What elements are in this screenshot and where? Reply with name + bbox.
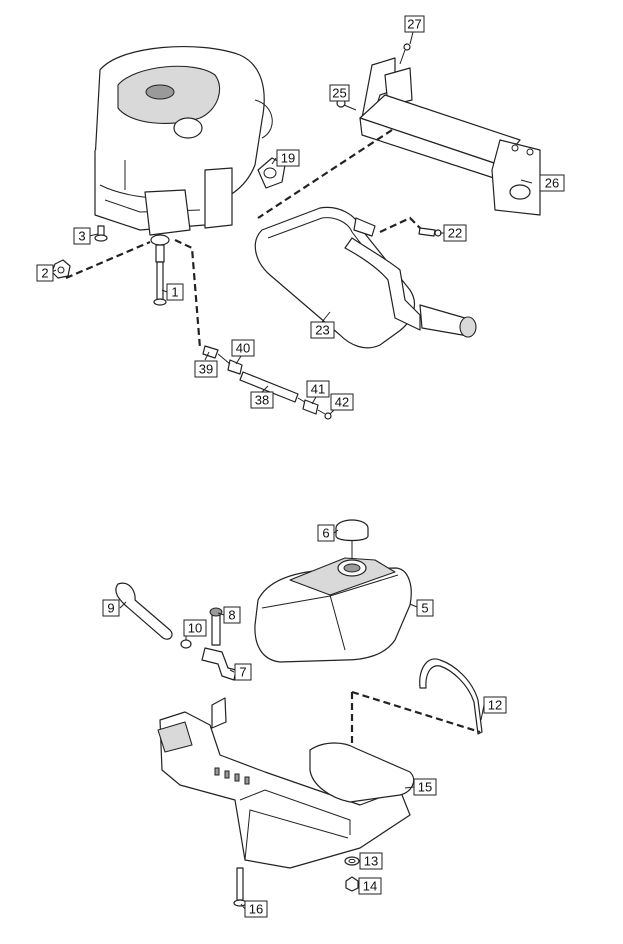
callout-6: 6 <box>317 524 335 542</box>
callout-16: 16 <box>244 900 268 918</box>
bolt-3 <box>94 225 108 242</box>
engine <box>94 45 273 263</box>
clamp-10 <box>180 639 192 649</box>
callout-2: 2 <box>36 264 54 282</box>
fuel-hose-9 <box>115 582 173 640</box>
svg-text:1: 1 <box>171 285 178 300</box>
fuel-cap-6 <box>335 519 369 558</box>
svg-text:27: 27 <box>407 17 421 32</box>
bracket-mount <box>336 43 413 121</box>
callout-10: 10 <box>183 619 207 637</box>
screw-22 <box>418 227 442 237</box>
svg-text:8: 8 <box>228 608 235 623</box>
fuel-tank-5 <box>254 557 412 663</box>
tank-mount-15 <box>157 697 415 869</box>
callout-39: 39 <box>194 360 218 378</box>
callout-14: 14 <box>358 877 382 895</box>
svg-text:23: 23 <box>315 323 329 338</box>
svg-text:2: 2 <box>41 266 48 281</box>
fuel-valve-7 <box>201 607 237 681</box>
svg-text:12: 12 <box>488 698 502 713</box>
svg-text:22: 22 <box>448 226 462 241</box>
callout-40: 40 <box>231 339 255 357</box>
callout-12: 12 <box>483 696 507 714</box>
svg-text:13: 13 <box>364 854 378 869</box>
callout-42: 42 <box>330 393 354 411</box>
callout-41: 41 <box>306 380 330 398</box>
callout-19: 19 <box>276 149 300 167</box>
callout-5: 5 <box>416 599 434 617</box>
svg-text:25: 25 <box>332 86 346 101</box>
callout-15: 15 <box>413 778 437 796</box>
bolt-16 <box>233 867 247 907</box>
svg-text:6: 6 <box>322 526 329 541</box>
svg-text:39: 39 <box>199 362 213 377</box>
svg-text:7: 7 <box>239 665 246 680</box>
muffler-bracket-26 <box>359 94 541 216</box>
callout-7: 7 <box>234 663 252 681</box>
nut-2 <box>51 259 71 279</box>
svg-text:40: 40 <box>236 341 250 356</box>
callout-27: 27 <box>404 15 425 33</box>
washer-13 <box>344 856 360 866</box>
callout-3: 3 <box>73 227 91 245</box>
svg-text:41: 41 <box>311 382 325 397</box>
svg-text:10: 10 <box>188 621 202 636</box>
callout-8: 8 <box>223 606 241 624</box>
callout-1: 1 <box>166 283 184 301</box>
cable-assembly <box>202 345 332 420</box>
muffler-23 <box>254 206 477 349</box>
fuel-line-12 <box>419 658 483 735</box>
callout-23: 23 <box>310 321 335 339</box>
svg-text:3: 3 <box>78 229 85 244</box>
svg-text:9: 9 <box>107 601 114 616</box>
callout-26: 26 <box>539 174 565 192</box>
callout-38: 38 <box>250 391 274 409</box>
svg-text:5: 5 <box>421 601 428 616</box>
svg-text:26: 26 <box>545 176 559 191</box>
callout-25: 25 <box>329 84 350 102</box>
svg-text:15: 15 <box>418 780 432 795</box>
callout-22: 22 <box>443 224 467 242</box>
svg-text:42: 42 <box>335 395 349 410</box>
callout-13: 13 <box>359 852 383 870</box>
callout-9: 9 <box>102 599 120 617</box>
nut-14 <box>345 876 359 892</box>
svg-text:38: 38 <box>255 393 269 408</box>
svg-text:14: 14 <box>363 879 377 894</box>
bolt-1 <box>153 261 167 306</box>
svg-text:16: 16 <box>249 902 263 917</box>
svg-text:19: 19 <box>281 151 295 166</box>
